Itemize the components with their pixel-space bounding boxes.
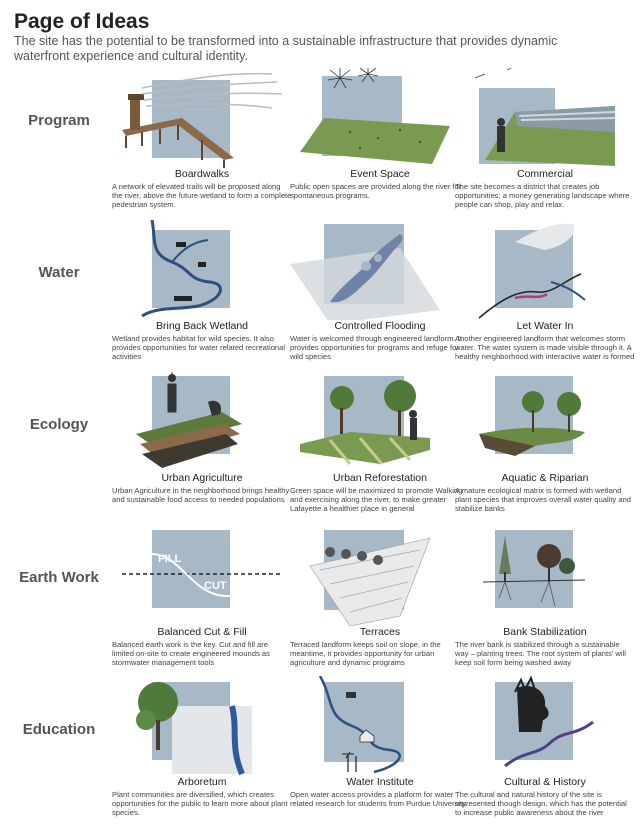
idea-card-water-in: Let Water In Another engineered landform… — [455, 220, 635, 370]
flooding-icon — [290, 220, 470, 320]
idea-title: Boardwalks — [174, 168, 230, 180]
idea-title: Terraces — [359, 626, 401, 638]
idea-card-event-space: Event Space Public open spaces are provi… — [290, 68, 470, 218]
idea-card-bank-stabilization: Bank Stabilization The river bank is sta… — [455, 526, 635, 676]
arboretum-icon — [112, 676, 292, 776]
idea-card-flooding: Controlled Flooding Water is welcomed th… — [290, 220, 470, 370]
idea-card-commercial: Commercial The site becomes a district t… — [455, 68, 635, 218]
fill-label: FILL — [158, 553, 181, 565]
idea-title: Water Institute — [346, 776, 414, 788]
idea-title: Aquatic & Riparian — [501, 472, 589, 484]
agriculture-icon — [112, 372, 292, 472]
idea-card-arboretum: Arboretum Plant communities are diversif… — [112, 676, 292, 826]
bank-stabilization-icon — [455, 526, 635, 626]
idea-description: A mature ecological matrix is formed wit… — [455, 486, 632, 514]
idea-description: Terraced landform keeps soil on slope, i… — [290, 640, 441, 668]
idea-title: Urban Reforestation — [333, 472, 427, 484]
idea-description: Water is welcomed through engineered lan… — [290, 334, 462, 362]
wetland-icon — [112, 220, 292, 320]
page-title: Page of Ideas — [14, 10, 150, 33]
riparian-icon — [455, 372, 635, 472]
idea-title: Urban Agriculture — [161, 472, 243, 484]
idea-title: Event Space — [350, 168, 410, 180]
idea-description: Public open spaces are provided along th… — [290, 182, 462, 201]
row-label-program: Program — [28, 112, 90, 129]
cut-fill-icon: FILL CUT — [112, 526, 292, 626]
idea-card-cultural-history: Cultural & History The cultural and natu… — [455, 676, 635, 826]
idea-card-cut-fill: FILL CUT Balanced Cut & Fill Balanced ea… — [112, 526, 292, 676]
idea-card-riparian: Aquatic & Riparian A mature ecological m… — [455, 372, 635, 522]
idea-description: The river bank is stabilized through a s… — [455, 640, 626, 668]
idea-title: Bring Back Wetland — [155, 320, 249, 332]
idea-description: The site becomes a district that creates… — [455, 182, 630, 210]
cultural-history-icon — [455, 676, 635, 776]
idea-title: Commercial — [516, 168, 573, 180]
idea-description: Another engineered landform that welcome… — [455, 334, 635, 362]
reforestation-icon — [290, 372, 470, 472]
idea-description: Green space will be maximized to promote… — [290, 486, 463, 514]
boardwalk-icon — [112, 68, 292, 168]
water-in-icon — [455, 220, 635, 320]
idea-title: Arboretum — [177, 776, 227, 788]
cut-label: CUT — [204, 580, 227, 592]
idea-title: Controlled Flooding — [334, 320, 426, 332]
row-label-education: Education — [22, 721, 96, 738]
idea-card-reforestation: Urban Reforestation Green space will be … — [290, 372, 470, 522]
idea-description: A network of elevated trails will be pro… — [112, 182, 292, 210]
idea-title: Let Water In — [516, 320, 574, 332]
event-space-icon — [290, 68, 470, 168]
idea-card-terraces: Terraces Terraced landform keeps soil on… — [290, 526, 470, 676]
idea-description: Urban Agriculture in the neighborhood br… — [112, 486, 290, 505]
idea-card-boardwalks: Boardwalks A network of elevated trails … — [112, 68, 292, 218]
idea-description: Balanced earth work is the key. Cut and … — [112, 640, 270, 668]
water-institute-icon — [290, 676, 470, 776]
idea-description: The cultural and natural history of the … — [455, 790, 627, 818]
terraces-icon — [290, 526, 470, 626]
idea-description: Plant communities are diversified, which… — [112, 790, 288, 818]
row-label-earth-work: Earth Work — [19, 569, 99, 586]
idea-description: Open water access provides a platform fo… — [290, 790, 468, 809]
idea-card-agriculture: Urban Agriculture Urban Agriculture in t… — [112, 372, 292, 522]
row-label-ecology: Ecology — [29, 416, 89, 433]
idea-title: Bank Stabilization — [503, 626, 587, 638]
idea-card-wetland: Bring Back Wetland Wetland provides habi… — [112, 220, 292, 370]
idea-description: Wetland provides habitat for wild specie… — [112, 334, 286, 362]
row-label-water: Water — [38, 264, 80, 281]
idea-card-water-institute: Water Institute Open water access provid… — [290, 676, 470, 826]
idea-title: Cultural & History — [504, 776, 586, 788]
commercial-icon — [455, 68, 635, 168]
idea-title: Balanced Cut & Fill — [157, 626, 247, 638]
page-subtitle: The site has the potential to be transfo… — [14, 34, 558, 63]
